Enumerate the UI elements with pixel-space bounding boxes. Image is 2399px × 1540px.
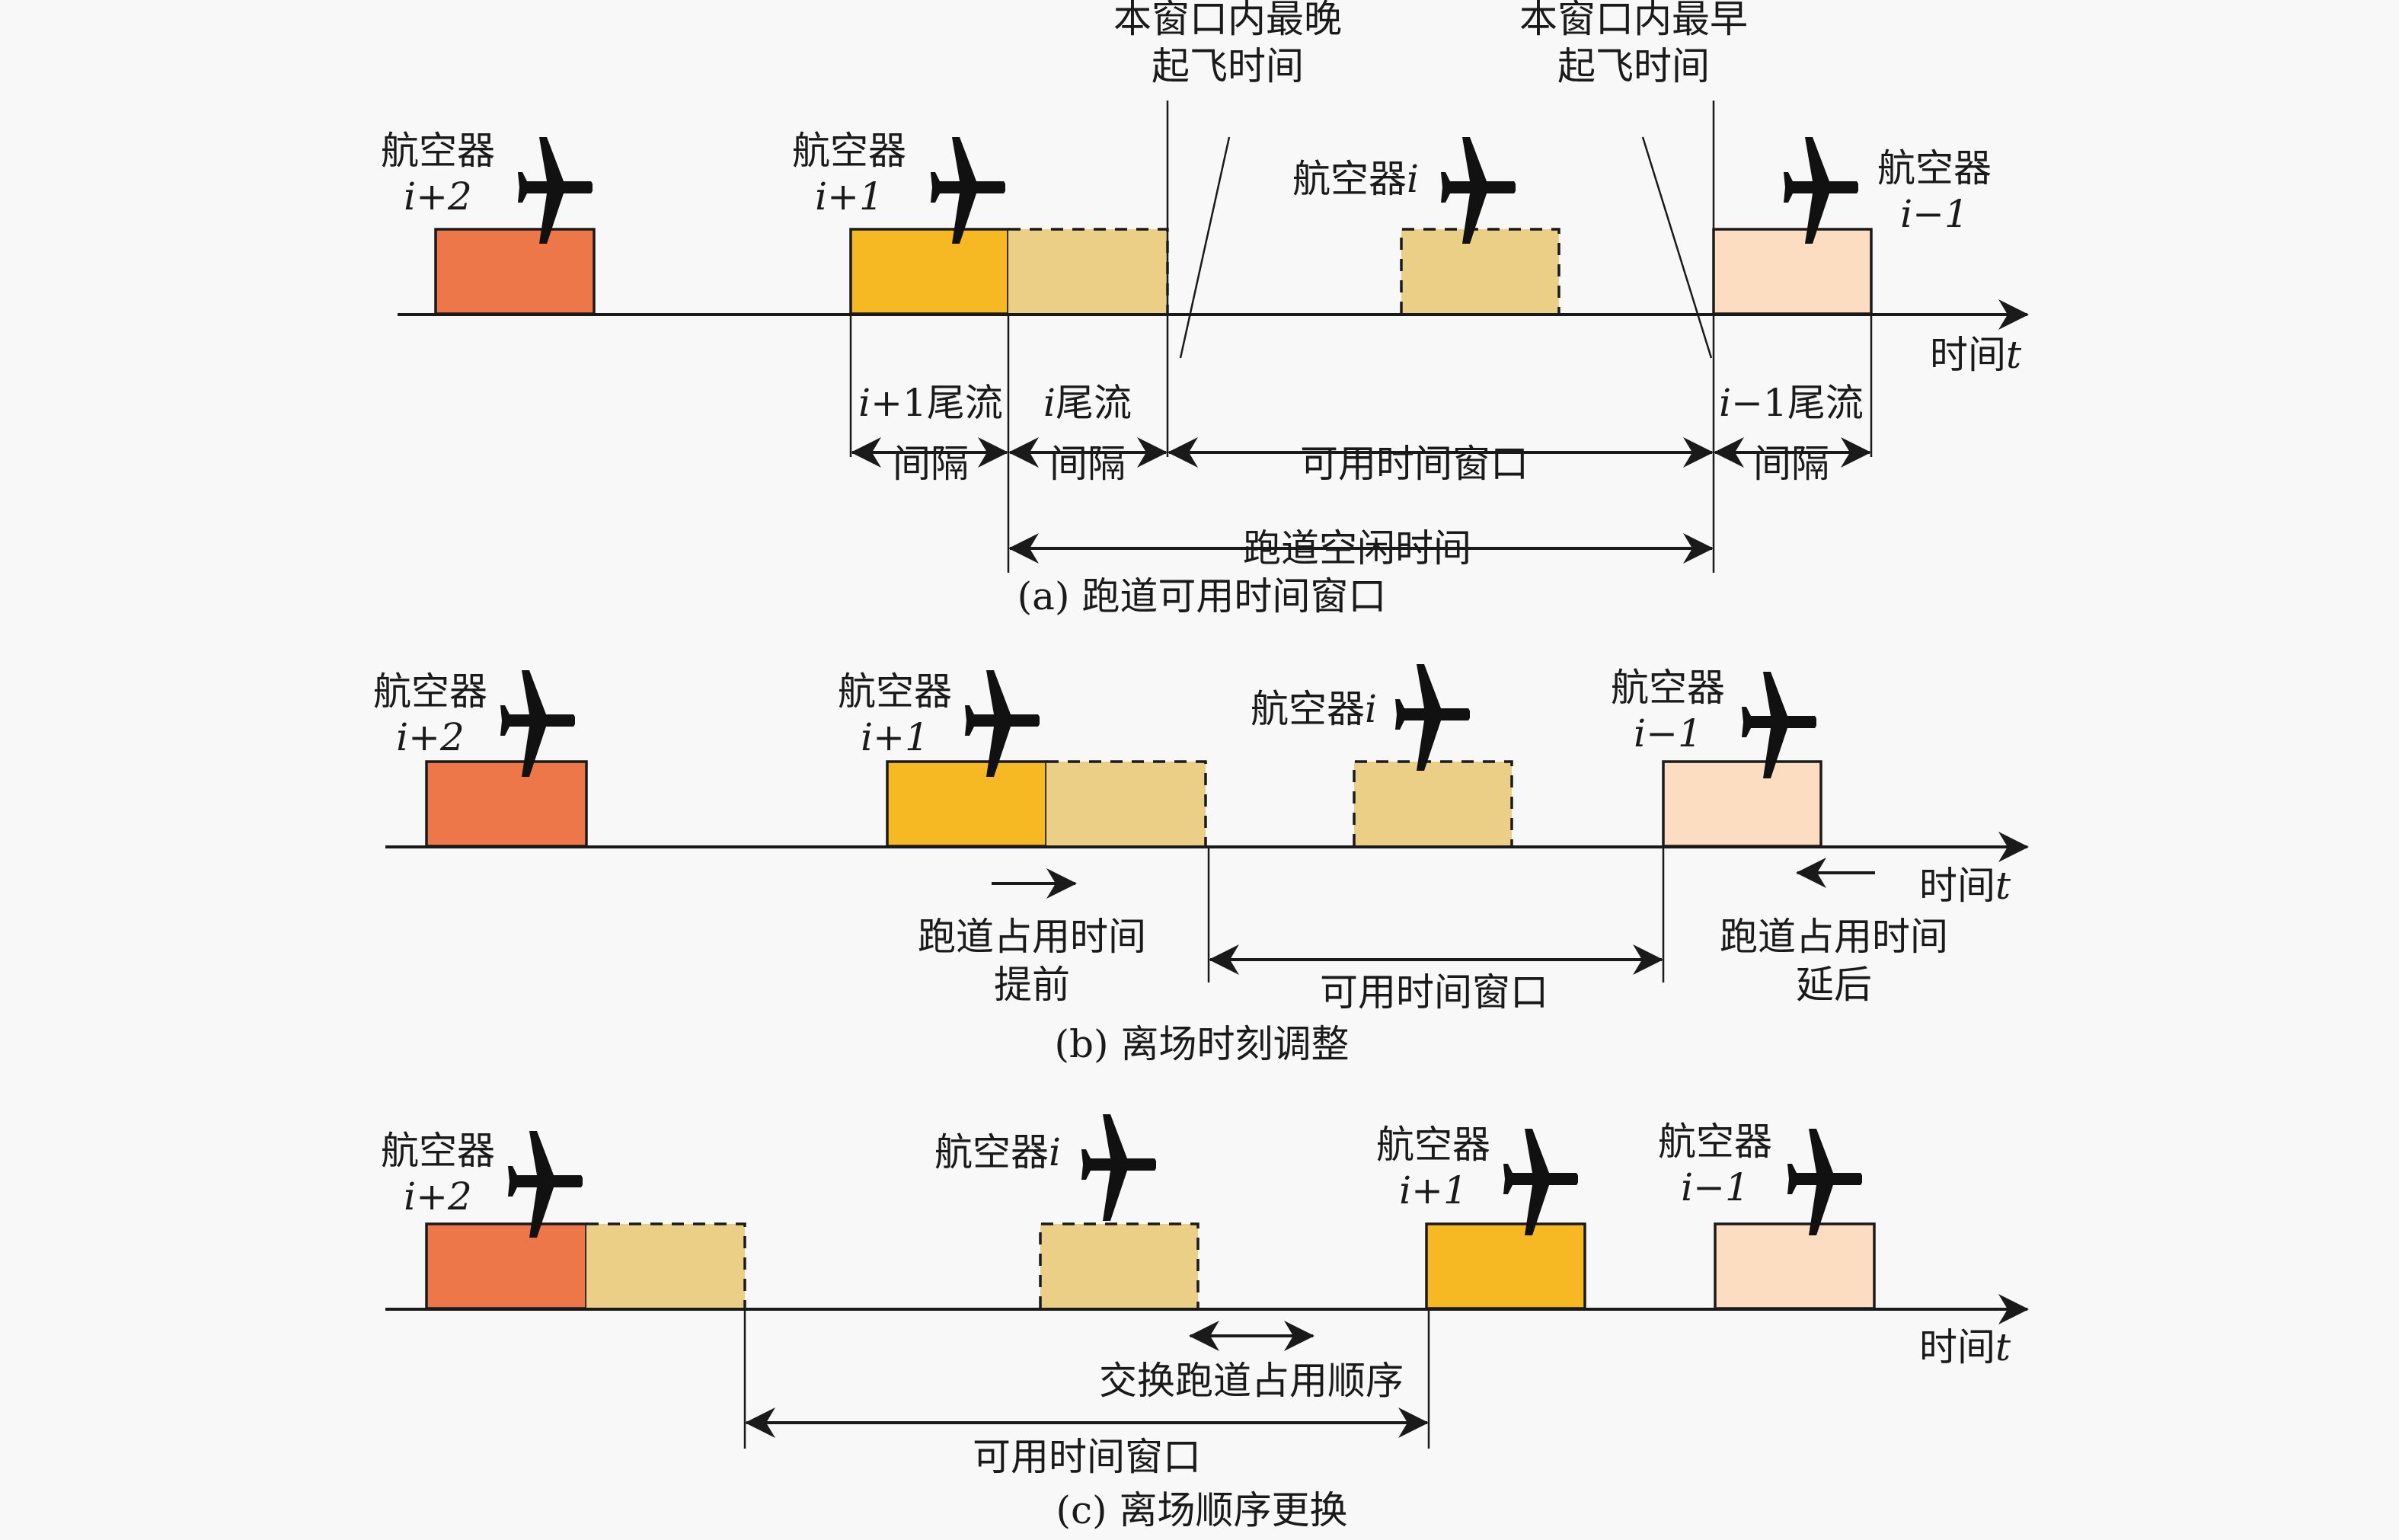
block-wake-i	[1046, 762, 1206, 846]
label-earliest-takeoff-1: 本窗口内最早	[1519, 0, 1748, 41]
label-earliest-takeoff-2: 起飞时间	[1557, 44, 1710, 88]
block-aircraft-i-plus-2	[434, 228, 596, 315]
label-interval: 间隔	[1049, 442, 1126, 486]
block-wake-i-plus-2-border	[586, 1222, 746, 1308]
label-available-window: 可用时间窗口	[973, 1435, 1201, 1479]
caption-c: (c) 离场顺序更换	[1056, 1488, 1348, 1532]
block-wake-i	[1008, 229, 1168, 314]
caption-b: (b) 离场时刻调整	[1055, 1022, 1350, 1066]
label-interval: 间隔	[893, 442, 969, 486]
label-index-i-plus-1: i+1	[1399, 1168, 1468, 1213]
time-axis-label: 时间t	[1930, 333, 2022, 377]
label-index-i-minus-1: i−1	[1900, 192, 1969, 236]
label-aircraft-i-plus-2: 航空器	[381, 1129, 495, 1173]
time-axis-label: 时间t	[1919, 864, 2011, 908]
label-index-i-plus-1: i+1	[861, 715, 929, 759]
block-aircraft-i	[1354, 762, 1512, 846]
label-wake-i-minus-1: i−1尾流	[1719, 381, 1864, 425]
label-available-window: 可用时间窗口	[1320, 970, 1548, 1014]
label-index-i-minus-1: i−1	[1681, 1165, 1749, 1209]
label-swap-order: 交换跑道占用顺序	[1099, 1359, 1404, 1403]
block-aircraft-i-plus-1	[1425, 1222, 1586, 1310]
block-aircraft-i-plus-2	[425, 1222, 588, 1310]
label-latest-takeoff-1: 本窗口内最晚	[1113, 0, 1342, 41]
label-index-i-plus-2: i+2	[396, 715, 465, 759]
label-wake-i: i尾流	[1043, 381, 1132, 425]
block-aircraft-i-plus-1	[849, 228, 1010, 315]
label-index-i-plus-2: i+2	[404, 174, 472, 219]
label-aircraft-i-plus-1: 航空器	[792, 129, 906, 173]
block-aircraft-i-border	[1353, 760, 1513, 846]
label-runway-idle-time: 跑道空闲时间	[1243, 526, 1471, 570]
label-delay-2: 延后	[1796, 963, 1872, 1007]
airplane-icon	[931, 137, 1005, 244]
block-aircraft-i-border	[1039, 1222, 1200, 1308]
label-aircraft-i-minus-1: 航空器	[1658, 1120, 1772, 1164]
label-aircraft-i: 航空器i	[1251, 687, 1377, 731]
block-aircraft-i-plus-1	[886, 760, 1048, 848]
block-aircraft-i-minus-1	[1662, 760, 1822, 848]
label-aircraft-i-plus-1: 航空器	[838, 669, 952, 714]
panel-a: 时间t 本窗口内最晚 起飞时间 本窗口内最早 起飞时间 i+1尾流 i尾流 i−…	[381, 0, 2029, 618]
block-aircraft-i-minus-1	[1714, 1222, 1876, 1310]
label-aircraft-i-minus-1: 航空器	[1611, 666, 1725, 710]
label-index-i-minus-1: i−1	[1634, 711, 1702, 756]
label-aircraft-i: 航空器i	[934, 1130, 1061, 1174]
airplane-icon	[1784, 137, 1858, 244]
caption-a: (a) 跑道可用时间窗口	[1017, 574, 1387, 618]
label-index-i-plus-2: i+2	[404, 1174, 472, 1219]
label-aircraft-i-plus-2: 航空器	[381, 129, 495, 173]
label-aircraft-i-plus-2: 航空器	[373, 669, 487, 714]
label-aircraft-i-plus-1: 航空器	[1376, 1123, 1490, 1167]
label-index-i-plus-1: i+1	[815, 174, 883, 219]
block-wake-i-border	[1046, 760, 1207, 846]
block-aircraft-i-border	[1400, 228, 1560, 314]
leader-earliest	[1641, 136, 1713, 359]
airplane-icon	[1503, 1129, 1578, 1235]
label-delay-1: 跑道占用时间	[1720, 915, 1948, 959]
label-aircraft-i: 航空器i	[1292, 157, 1419, 201]
label-interval: 间隔	[1753, 442, 1829, 486]
panel-b: 时间t 跑道占用时间 提前 跑道占用时间 延后 可用时间窗口 (b) 离场时刻调…	[373, 664, 2029, 1066]
airplane-icon	[1441, 137, 1516, 244]
block-aircraft-i	[1401, 229, 1559, 314]
label-wake-i-plus-1: i+1尾流	[858, 381, 1003, 425]
airplane-icon	[518, 137, 593, 244]
label-advance-2: 提前	[994, 963, 1070, 1007]
airplane-icon	[1787, 1129, 1862, 1235]
airplane-icon	[1081, 1114, 1156, 1221]
panel-c: 时间t 交换跑道占用顺序 可用时间窗口 (c) 离场顺序更换 航空器 i+2 航…	[381, 1114, 2029, 1532]
label-advance-1: 跑道占用时间	[918, 915, 1146, 959]
block-wake-i-plus-2	[586, 1224, 745, 1308]
time-axis-label: 时间t	[1919, 1325, 2011, 1369]
block-aircraft-i	[1040, 1224, 1198, 1308]
leader-latest	[1179, 136, 1231, 359]
label-available-window: 可用时间窗口	[1300, 442, 1529, 486]
label-aircraft-i-minus-1: 航空器	[1877, 146, 1992, 190]
airplane-icon	[1395, 664, 1470, 771]
label-latest-takeoff-2: 起飞时间	[1152, 44, 1304, 88]
block-aircraft-i-minus-1	[1712, 228, 1873, 315]
block-aircraft-i-plus-2	[425, 760, 588, 848]
airplane-icon	[508, 1131, 583, 1238]
